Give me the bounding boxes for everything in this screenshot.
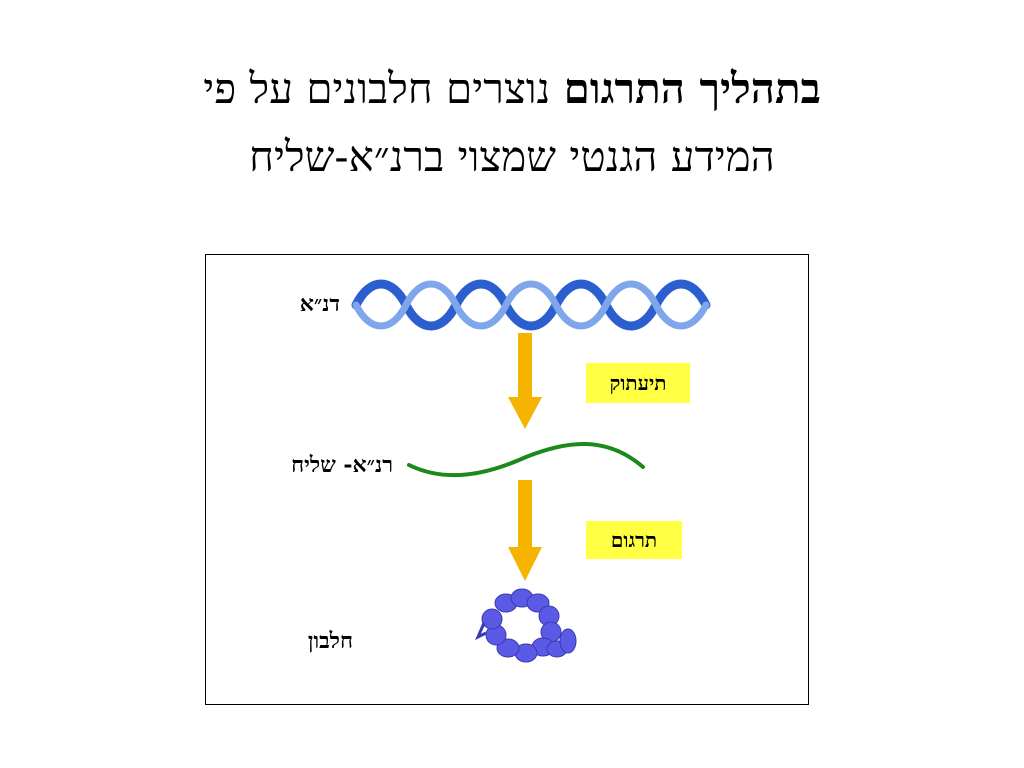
title-bold-phrase: בתהליך התרגום	[563, 64, 821, 113]
protein-label: חלבון	[307, 628, 353, 654]
protein-chain-icon	[475, 588, 577, 663]
mrna-strand-icon	[407, 442, 645, 478]
title-line-1: בתהליך התרגום נוצרים חלבונים על פי	[40, 55, 984, 123]
translation-arrow-icon	[508, 480, 542, 581]
translation-step-box: תרגום	[586, 521, 682, 559]
dna-helix-icon	[351, 279, 711, 331]
dna-strand-b	[352, 280, 710, 330]
title-line-2: המידע הגנטי שמצוי ברנ״א-שליח	[249, 132, 775, 181]
slide-title: בתהליך התרגום נוצרים חלבונים על פי המידע…	[40, 55, 984, 191]
transcription-arrow-icon	[508, 333, 542, 429]
title-line-1-rest: נוצרים חלבונים על פי	[203, 64, 564, 113]
protein-synthesis-diagram: דנ״א רנ״א- שליח חלבון תיעתוק תרגום	[205, 254, 809, 705]
transcription-step-box: תיעתוק	[586, 363, 690, 403]
dna-strand-a	[351, 279, 711, 331]
diagram-graphics	[351, 279, 711, 663]
dna-label: דנ״א	[299, 291, 340, 317]
mrna-label: רנ״א- שליח	[291, 452, 393, 478]
